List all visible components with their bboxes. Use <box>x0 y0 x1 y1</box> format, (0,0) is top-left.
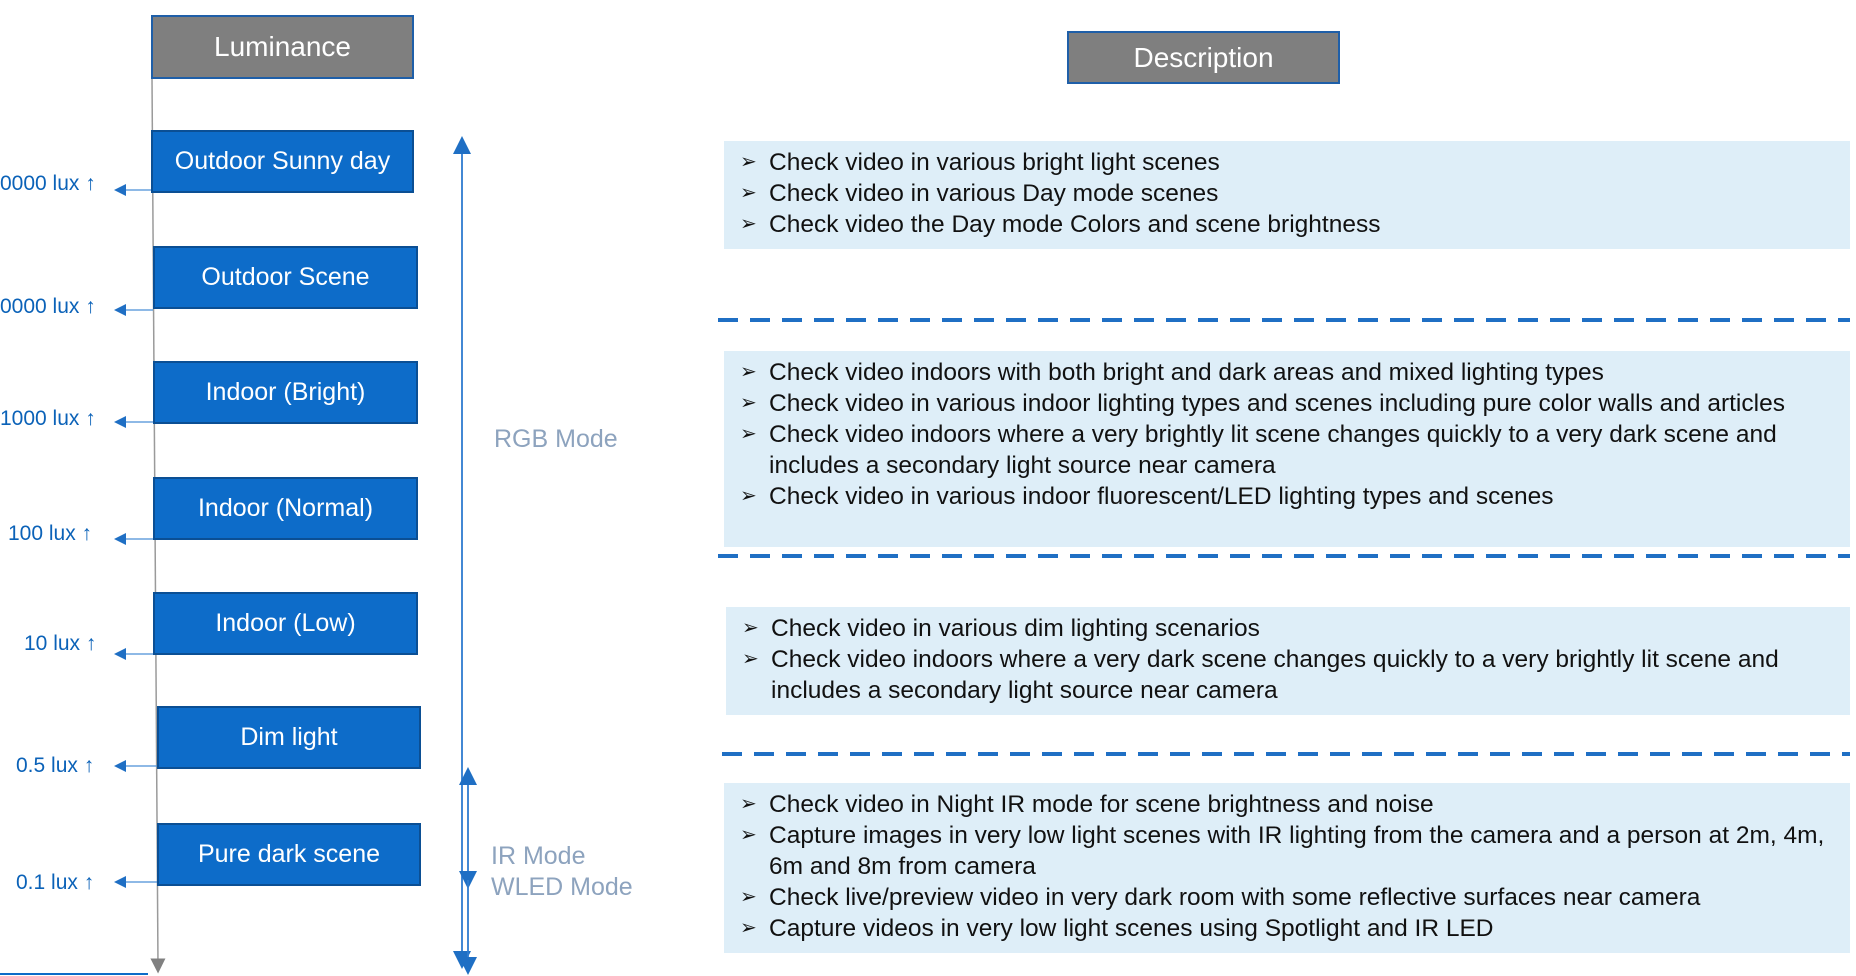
description-item: ➢Check video indoors where a very dark s… <box>742 646 1779 704</box>
description-item: ➢Capture images in very low light scenes… <box>740 822 1825 880</box>
arrow-bullet-icon: ➢ <box>740 917 757 939</box>
arrow-bullet-icon: ➢ <box>740 793 757 815</box>
arrow-bullet-icon: ➢ <box>740 485 757 507</box>
arrow-bullet-icon: ➢ <box>742 617 759 639</box>
description-item: ➢Check video the Day mode Colors and sce… <box>740 211 1381 238</box>
arrow-bullet-icon: ➢ <box>740 392 757 414</box>
level-indoor-low: Indoor (Low) <box>153 592 418 655</box>
lux-label: 0000 lux ↑ <box>0 295 96 318</box>
arrow-bullet-icon: ➢ <box>740 886 757 908</box>
description-block-night: ➢Check video in Night IR mode for scene … <box>724 783 1850 953</box>
arrow-bullet-icon: ➢ <box>740 824 757 846</box>
ir-mode-label: IR Mode <box>491 842 586 870</box>
description-item: ➢Check live/preview video in very dark r… <box>740 884 1701 911</box>
arrow-bullet-icon: ➢ <box>740 182 757 204</box>
description-item: ➢Check video in various Day mode scenes <box>740 180 1219 207</box>
level-outdoor-scene: Outdoor Scene <box>153 246 418 309</box>
level-pure-dark-scene: Pure dark scene <box>157 823 421 886</box>
arrow-bullet-icon: ➢ <box>740 423 757 445</box>
description-item: ➢Check video in various indoor fluoresce… <box>740 483 1554 510</box>
arrow-bullet-icon: ➢ <box>742 648 759 670</box>
lux-label: 100 lux ↑ <box>8 522 93 545</box>
dashed-separators <box>718 318 1850 756</box>
arrow-bullet-icon: ➢ <box>740 151 757 173</box>
description-item: ➢Check video in various dim lighting sce… <box>742 615 1260 642</box>
lux-label: 0000 lux ↑ <box>0 172 96 195</box>
lux-label: 0.1 lux ↑ <box>16 871 95 894</box>
wled-mode-label: WLED Mode <box>491 873 633 901</box>
description-block-dim: ➢Check video in various dim lighting sce… <box>726 607 1850 715</box>
lux-label: 0.5 lux ↑ <box>16 754 95 777</box>
level-outdoor-sunny-day: Outdoor Sunny day <box>151 130 414 193</box>
description-item: ➢Check video indoors with both bright an… <box>740 359 1604 386</box>
description-block-indoor: ➢Check video indoors with both bright an… <box>724 351 1850 547</box>
description-item: ➢Check video in various bright light sce… <box>740 149 1220 176</box>
description-item: ➢Check video indoors where a very bright… <box>740 421 1777 479</box>
level-indoor-normal: Indoor (Normal) <box>153 477 418 540</box>
lux-label: 10 lux ↑ <box>24 632 97 655</box>
level-dim-light: Dim light <box>157 706 421 769</box>
luminance-header: Luminance <box>151 15 414 79</box>
description-item: ➢Check video in various indoor lighting … <box>740 390 1785 417</box>
description-block-bright: ➢Check video in various bright light sce… <box>724 141 1850 249</box>
level-indoor-bright: Indoor (Bright) <box>153 361 418 424</box>
arrow-bullet-icon: ➢ <box>740 361 757 383</box>
description-item: ➢Capture videos in very low light scenes… <box>740 915 1494 942</box>
description-header: Description <box>1067 31 1340 84</box>
lux-label: 1000 lux ↑ <box>0 407 96 430</box>
arrow-bullet-icon: ➢ <box>740 213 757 235</box>
lux-tick-arrows <box>114 184 157 888</box>
description-item: ➢Check video in Night IR mode for scene … <box>740 791 1434 818</box>
rgb-mode-label: RGB Mode <box>494 425 618 453</box>
